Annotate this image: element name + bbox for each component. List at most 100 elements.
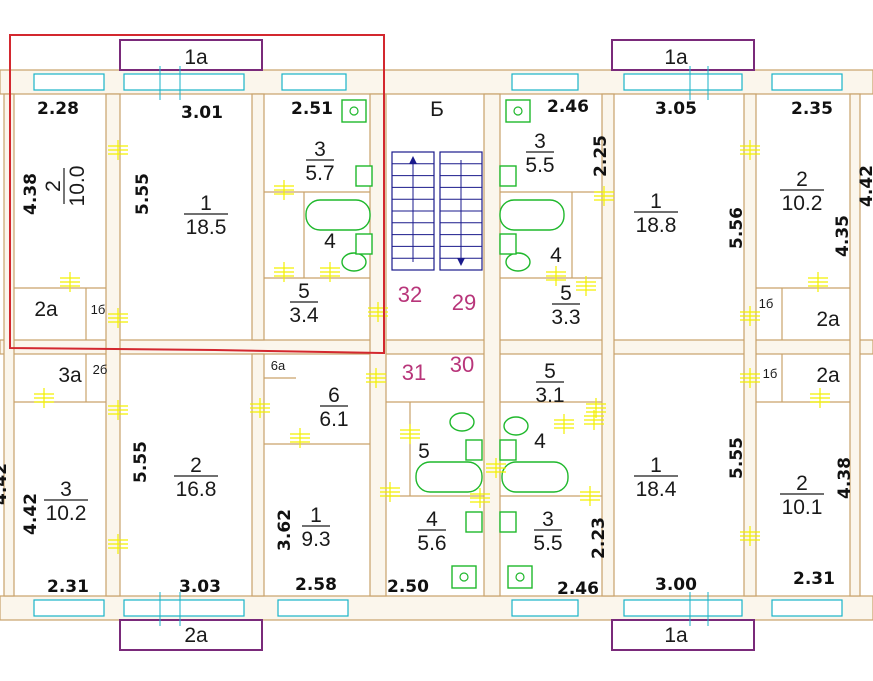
apartment-number-29[interactable]: 29 — [452, 290, 476, 315]
room-label[interactable]: 4 — [324, 230, 336, 253]
toilet-icon — [341, 252, 367, 272]
svg-text:5.5: 5.5 — [533, 532, 562, 555]
door-marker — [740, 526, 760, 546]
room-label[interactable]: 4 5.6 — [417, 508, 446, 555]
room-label[interactable]: 4 — [550, 244, 562, 267]
dimension-label: 4.42 — [0, 463, 11, 505]
room-label[interactable]: 5 — [418, 440, 430, 463]
apartment-number-30[interactable]: 30 — [450, 352, 474, 377]
room-label[interactable]: 5 3.4 — [289, 280, 319, 327]
stair-label: Б — [430, 98, 444, 121]
svg-text:3: 3 — [534, 130, 546, 153]
room-label[interactable]: 2 10.1 — [780, 472, 824, 519]
dimension-label: 2.35 — [791, 99, 833, 119]
wall-v-744 — [743, 93, 757, 597]
wall-v-252 — [251, 93, 265, 341]
door-marker — [274, 180, 294, 200]
window — [33, 599, 105, 617]
svg-text:2: 2 — [42, 180, 65, 192]
svg-text:18.5: 18.5 — [186, 216, 227, 239]
svg-text:3.1: 3.1 — [535, 384, 564, 407]
svg-text:3.3: 3.3 — [551, 306, 580, 329]
svg-text:2: 2 — [796, 472, 808, 495]
svg-text:2: 2 — [796, 168, 808, 191]
dimension-label: 2.25 — [591, 135, 611, 177]
room-label[interactable]: 5 3.3 — [551, 282, 580, 329]
apartment-number-32[interactable]: 32 — [398, 282, 422, 307]
small-labels: 2а 1б 1б 2а 3а 2б 6а 1б 2а — [34, 296, 840, 387]
room-label[interactable]: 1 9.3 — [301, 504, 330, 551]
apartment-number-31[interactable]: 31 — [402, 360, 426, 385]
room-label[interactable]: 1 18.8 — [634, 190, 678, 237]
dimension-label: 2.46 — [557, 579, 599, 599]
small-label: 6а — [271, 358, 286, 373]
door-marker — [584, 410, 604, 430]
door-marker — [808, 272, 828, 292]
windows — [33, 66, 843, 626]
svg-text:5: 5 — [544, 360, 556, 383]
svg-text:10.0: 10.0 — [66, 166, 89, 207]
room-label[interactable]: 6 6.1 — [319, 384, 348, 431]
dimension-label: 3.05 — [655, 99, 697, 119]
door-marker — [108, 140, 128, 160]
selection-outline[interactable] — [9, 34, 385, 355]
sink-icon — [465, 439, 483, 461]
room-label[interactable]: 3 5.5 — [533, 508, 562, 555]
door-marker — [740, 306, 760, 326]
window — [123, 73, 245, 91]
small-label: 2а — [816, 308, 840, 331]
door-marker — [810, 388, 830, 408]
window — [281, 73, 347, 91]
svg-text:5: 5 — [560, 282, 572, 305]
dimension-label: 2.31 — [793, 569, 835, 589]
small-label: 2а — [34, 298, 58, 321]
room-label[interactable]: 1 18.4 — [634, 454, 678, 501]
svg-text:1: 1 — [650, 190, 662, 213]
dimension-label: 2.50 — [387, 577, 429, 597]
room-label[interactable]: 5 3.1 — [535, 360, 564, 407]
door-marker — [576, 276, 596, 296]
dimension-label: 3.01 — [181, 103, 223, 123]
sink-icon — [465, 511, 483, 533]
room-label[interactable]: 2 10.0 — [42, 166, 89, 207]
svg-text:18.8: 18.8 — [636, 214, 677, 237]
wall-v-252b — [251, 353, 265, 597]
door-marker — [274, 262, 294, 282]
stove-icon — [341, 99, 367, 123]
door-marker — [580, 486, 600, 506]
room-label[interactable]: 3 5.5 — [525, 130, 554, 177]
dimension-label: 3.03 — [179, 577, 221, 597]
room-label[interactable]: 1 18.5 — [184, 192, 228, 239]
svg-text:4: 4 — [426, 508, 438, 531]
door-marker — [34, 388, 54, 408]
door-marker — [366, 368, 386, 388]
window — [33, 73, 105, 91]
door-marker — [400, 424, 420, 444]
door-marker — [368, 302, 388, 322]
door-marker — [740, 140, 760, 160]
room-label[interactable]: 2 16.8 — [174, 454, 218, 501]
bathtub-icon — [305, 199, 371, 231]
dimension-label: 4.38 — [21, 173, 41, 215]
door-marker — [320, 262, 340, 282]
dimension-label: 3.00 — [655, 575, 697, 595]
wall-v-484 — [483, 93, 501, 597]
balcony-top-left — [119, 39, 263, 71]
svg-text:10.2: 10.2 — [782, 192, 823, 215]
bathtub-icon — [499, 199, 565, 231]
door-marker — [740, 368, 760, 388]
room-label[interactable]: 2 10.2 — [780, 168, 824, 215]
stove-icon — [505, 99, 531, 123]
balcony-label: 1а — [664, 46, 688, 69]
door-marker — [108, 534, 128, 554]
sink-icon — [355, 233, 373, 255]
small-label: 1б — [759, 296, 774, 311]
dimension-label: 4.42 — [21, 493, 41, 535]
small-label: 1б — [91, 302, 106, 317]
room-label[interactable]: 4 — [534, 430, 546, 453]
room-label[interactable]: 3 10.2 — [44, 478, 88, 525]
door-marker — [594, 186, 614, 206]
svg-text:5.5: 5.5 — [525, 154, 554, 177]
room-label[interactable]: 3 5.7 — [305, 138, 334, 185]
